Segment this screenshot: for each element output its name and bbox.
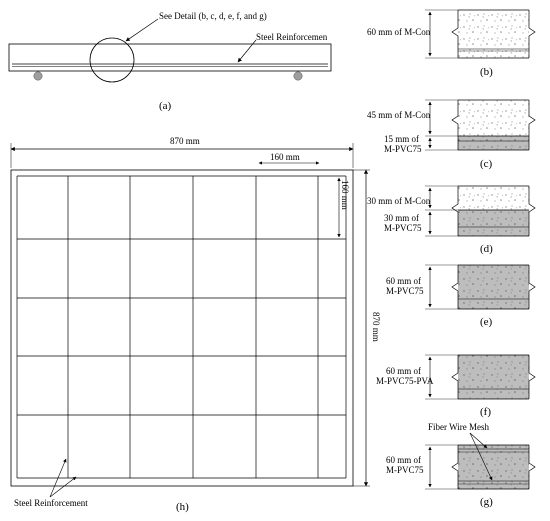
left-support <box>33 71 43 81</box>
m-con-layer <box>458 186 529 210</box>
slab-outline <box>10 169 354 487</box>
detail-b: 60 mm of M-Con (b) <box>367 9 536 78</box>
rebar-grid <box>16 175 347 479</box>
rebar-label: Steel Reinforcement <box>14 498 88 508</box>
cell-width-label: 160 mm <box>270 152 300 162</box>
detail-d-label-2a: 30 mm of <box>384 213 419 223</box>
reinforcement-label: Steel Reinforcemen <box>256 32 328 42</box>
slab-elevation <box>8 43 332 72</box>
detail-b-label: 60 mm of M-Con <box>367 27 431 37</box>
detail-c-panel-label: (c) <box>480 158 493 170</box>
panel-h-label: (h) <box>176 501 189 513</box>
detail-f: 60 mm of M-PVC75-PVA (f) <box>376 354 536 418</box>
m-pvc75-layer <box>458 210 529 236</box>
detail-g: Fiber Wire Mesh 60 mm of M-PVC75 (g) <box>386 422 536 508</box>
detail-g-panel-label: (g) <box>480 496 493 508</box>
break-line-right <box>528 10 536 58</box>
detail-d: 30 mm of M-Con 30 mm of M-PVC75 (d) <box>367 185 536 255</box>
detail-b-panel-label: (b) <box>480 66 493 78</box>
detail-d-panel-label: (d) <box>480 243 493 255</box>
panel-a: See Detail (b, c, d, e, f, and g) Steel … <box>8 11 332 112</box>
mesh-arrow-1 <box>469 432 488 449</box>
mesh-arrow-2 <box>469 432 493 481</box>
m-con-layer <box>458 10 529 58</box>
panel-a-label: (a) <box>159 100 172 112</box>
detail-callout: See Detail (b, c, d, e, f, and g) <box>159 11 267 21</box>
detail-e-label-b: M-PVC75 <box>386 286 424 296</box>
width-dimension-label: 870 mm <box>170 136 200 146</box>
detail-f-label-a: 60 mm of <box>386 366 421 376</box>
detail-d-label-2b: M-PVC75 <box>384 223 422 233</box>
m-pvc75-layer <box>458 265 529 309</box>
panel-h: 870 mm 160 mm 160 mm 870 mm Steel Rei <box>10 136 381 513</box>
height-dimension-label: 870 mm <box>371 312 381 342</box>
detail-c: 45 mm of M-Con 15 mm of M-PVC75 (c) <box>367 99 536 170</box>
detail-g-label-a: 60 mm of <box>386 455 421 465</box>
m-pvc75-layer <box>458 445 529 489</box>
rebar-arrow-1 <box>49 458 67 498</box>
detail-e-panel-label: (e) <box>480 316 493 328</box>
detail-d-label-1: 30 mm of M-Con <box>367 196 431 206</box>
detail-f-label-b: M-PVC75-PVA <box>376 376 434 386</box>
detail-c-label-2a: 15 mm of <box>384 134 419 144</box>
m-con-layer <box>458 100 529 136</box>
break-line-left <box>451 10 459 58</box>
fiber-wire-mesh-label: Fiber Wire Mesh <box>428 422 489 432</box>
right-support <box>293 71 303 81</box>
detail-circle <box>89 37 135 83</box>
cell-height-label: 160 mm <box>340 180 350 210</box>
detail-c-label-1: 45 mm of M-Con <box>367 110 431 120</box>
detail-f-panel-label: (f) <box>480 406 491 418</box>
detail-e-label-a: 60 mm of <box>386 276 421 286</box>
detail-e: 60 mm of M-PVC75 (e) <box>386 264 536 328</box>
m-pvc75-layer <box>458 136 529 150</box>
rebar-arrow-2 <box>49 476 77 498</box>
reinforcement-arrow <box>237 39 257 63</box>
detail-arrow <box>125 18 159 42</box>
detail-g-label-b: M-PVC75 <box>386 465 424 475</box>
m-pvc75-pva-layer <box>458 355 529 399</box>
detail-c-label-2b: M-PVC75 <box>384 144 422 154</box>
